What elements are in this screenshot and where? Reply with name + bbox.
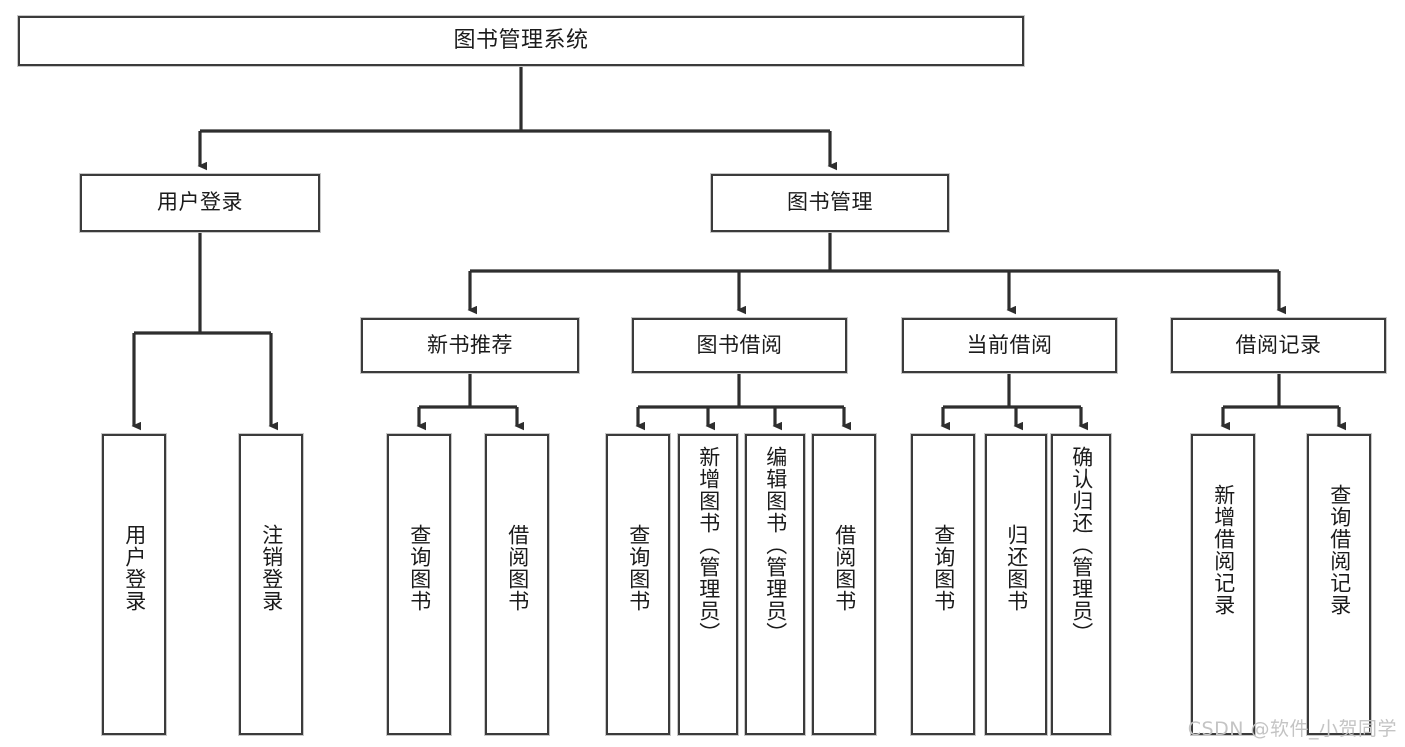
node-leaf-logout-label: 注销登录: [259, 524, 284, 612]
node-book-borrow-label: 图书借阅: [696, 332, 783, 357]
node-leaf-query-book-borrow[interactable]: 查询图书: [605, 433, 671, 736]
node-leaf-query-book-recommend[interactable]: 查询图书: [386, 433, 452, 736]
node-borrow-record-label: 借阅记录: [1235, 332, 1322, 357]
node-leaf-query-book-current[interactable]: 查询图书: [910, 433, 976, 736]
node-leaf-add-borrow-record[interactable]: 新增借阅记录: [1190, 433, 1256, 736]
node-leaf-logout[interactable]: 注销登录: [238, 433, 304, 736]
node-leaf-query-borrow-record-label: 查询借阅记录: [1327, 484, 1352, 616]
node-book-manage-label: 图书管理: [787, 190, 873, 215]
node-new-book-recommend[interactable]: 新书推荐: [360, 317, 580, 374]
node-borrow-record[interactable]: 借阅记录: [1170, 317, 1387, 374]
node-leaf-confirm-return-label: 确认归还（管理员）: [1069, 446, 1094, 644]
watermark: CSDN @软件_小贺同学: [1187, 718, 1397, 740]
node-leaf-edit-book-label: 编辑图书（管理员）: [763, 446, 788, 644]
node-leaf-borrow-book-recommend[interactable]: 借阅图书: [484, 433, 550, 736]
node-leaf-add-book[interactable]: 新增图书（管理员）: [677, 433, 739, 736]
node-leaf-edit-book[interactable]: 编辑图书（管理员）: [744, 433, 806, 736]
node-user-login-label: 用户登录: [157, 190, 243, 215]
node-leaf-add-book-label: 新增图书（管理员）: [696, 446, 721, 644]
node-new-book-recommend-label: 新书推荐: [427, 332, 513, 357]
node-leaf-borrow-book-label: 借阅图书: [832, 524, 857, 612]
node-root[interactable]: 图书管理系统: [17, 15, 1025, 67]
node-leaf-borrow-book-recommend-label: 借阅图书: [505, 524, 530, 612]
node-leaf-user-login[interactable]: 用户登录: [101, 433, 167, 736]
node-root-label: 图书管理系统: [453, 27, 589, 53]
node-user-login[interactable]: 用户登录: [79, 173, 321, 233]
node-leaf-user-login-label: 用户登录: [122, 524, 147, 612]
node-book-borrow[interactable]: 图书借阅: [631, 317, 848, 374]
node-current-borrow[interactable]: 当前借阅: [901, 317, 1118, 374]
node-leaf-confirm-return[interactable]: 确认归还（管理员）: [1050, 433, 1112, 736]
node-leaf-add-borrow-record-label: 新增借阅记录: [1211, 484, 1236, 616]
node-book-manage[interactable]: 图书管理: [710, 173, 950, 233]
node-leaf-query-book-current-label: 查询图书: [931, 524, 956, 612]
node-leaf-return-book[interactable]: 归还图书: [984, 433, 1048, 736]
node-current-borrow-label: 当前借阅: [966, 332, 1053, 357]
node-leaf-borrow-book[interactable]: 借阅图书: [811, 433, 877, 736]
node-leaf-return-book-label: 归还图书: [1004, 524, 1029, 612]
node-leaf-query-book-borrow-label: 查询图书: [626, 524, 651, 612]
node-leaf-query-borrow-record[interactable]: 查询借阅记录: [1306, 433, 1372, 736]
node-leaf-query-book-recommend-label: 查询图书: [407, 524, 432, 612]
